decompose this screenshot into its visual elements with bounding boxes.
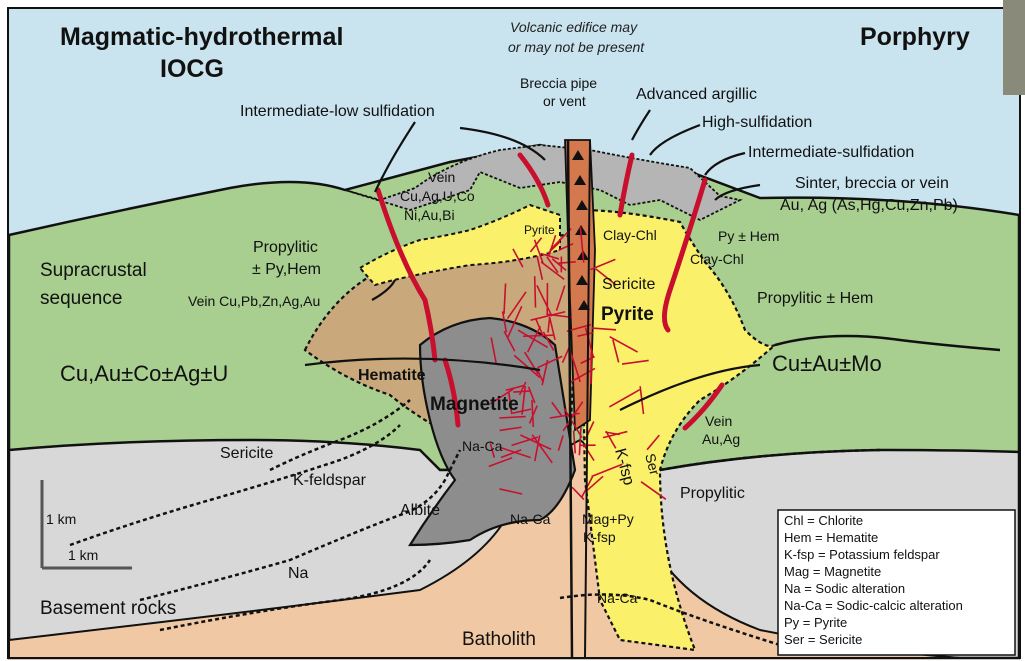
label-clay-chl-1: Clay-Chl [603,227,657,243]
label-kfsp: K-fsp [583,529,616,545]
label-na-ca-upper: Na-Ca [462,438,503,454]
title-left-iocg: IOCG [160,55,224,83]
label-breccia-1: Breccia pipe [520,75,597,91]
legend-item: Na = Sodic alteration [784,581,905,596]
label-propylitic-right: Propylitic [680,485,745,502]
label-cu-au-mo: Cu±Au±Mo [772,351,882,376]
label-propylitic-left-2: ± Py,Hem [252,261,321,278]
label-k-feldspar: K-feldspar [293,472,367,489]
label-sinter-1: Sinter, breccia or vein [795,175,949,192]
scale-label-vertical: 1 km [46,511,76,527]
label-albite: Albite [400,502,440,519]
label-basement: Basement rocks [40,598,176,619]
label-propylitic-left-1: Propylitic [253,239,318,256]
scale-label-horizontal: 1 km [68,547,98,563]
label-magnetite: Magnetite [430,394,519,415]
label-pyrite-small: Pyrite [524,223,555,237]
label-sinter-2: Au, Ag (As,Hg,Cu,Zn,Pb) [780,197,958,214]
volcanic-note-1: Volcanic edifice may [510,19,638,35]
label-hematite: Hematite [358,367,426,384]
label-mag-py: Mag+Py [582,511,634,527]
legend-item: K-fsp = Potassium feldspar [784,547,940,562]
legend-item: Ser = Sericite [784,632,862,647]
label-supracrustal-1: Supracrustal [40,260,147,281]
label-clay-chl-2: Clay-Chl [690,251,744,267]
title-right: Porphyry [860,23,970,51]
volcanic-note-2: or may not be present [508,39,645,55]
legend: Chl = Chlorite Hem = Hematite K-fsp = Po… [778,510,1015,655]
label-pyrite-big: Pyrite [601,304,654,325]
label-vein-cu: Vein Cu,Pb,Zn,Ag,Au [188,293,320,309]
label-breccia-2: or vent [543,93,586,109]
label-sericite-left: Sericite [220,445,273,462]
label-cu-au-co: Cu,Au±Co±Ag±U [60,361,228,386]
label-py-hem: Py ± Hem [718,228,779,244]
legend-item: Chl = Chlorite [784,513,863,528]
stockwork-veinlet [535,276,536,307]
title-left: Magmatic-hydrothermal [60,23,343,51]
label-supracrustal-2: sequence [40,288,122,309]
label-vein-iocg-3: Ni,Au,Bi [404,207,455,223]
label-int-sulf: Intermediate-sulfidation [748,144,914,161]
label-na-ca-mid: Na-Ca [510,511,551,527]
label-int-low: Intermediate-low sulfidation [240,103,435,120]
label-high-sulf: High-sulfidation [702,114,812,131]
label-vein-iocg-1: Vein [428,169,455,185]
label-adv-argillic: Advanced argillic [636,86,757,103]
legend-item: Hem = Hematite [784,530,878,545]
label-vein-iocg-2: Cu,Ag,U,Co [400,188,475,204]
legend-item: Mag = Magnetite [784,564,881,579]
label-propylitic-hem: Propylitic ± Hem [757,290,873,307]
label-sericite-top: Sericite [602,276,655,293]
label-batholith: Batholith [462,629,536,650]
label-na-ca-low: Na-Ca [597,590,638,606]
legend-item: Na-Ca = Sodic-calcic alteration [784,598,963,613]
label-vein-au-2: Au,Ag [702,431,740,447]
legend-item: Py = Pyrite [784,615,847,630]
label-na: Na [288,565,309,582]
label-vein-au-1: Vein [705,413,732,429]
photo-corner [1003,0,1025,95]
